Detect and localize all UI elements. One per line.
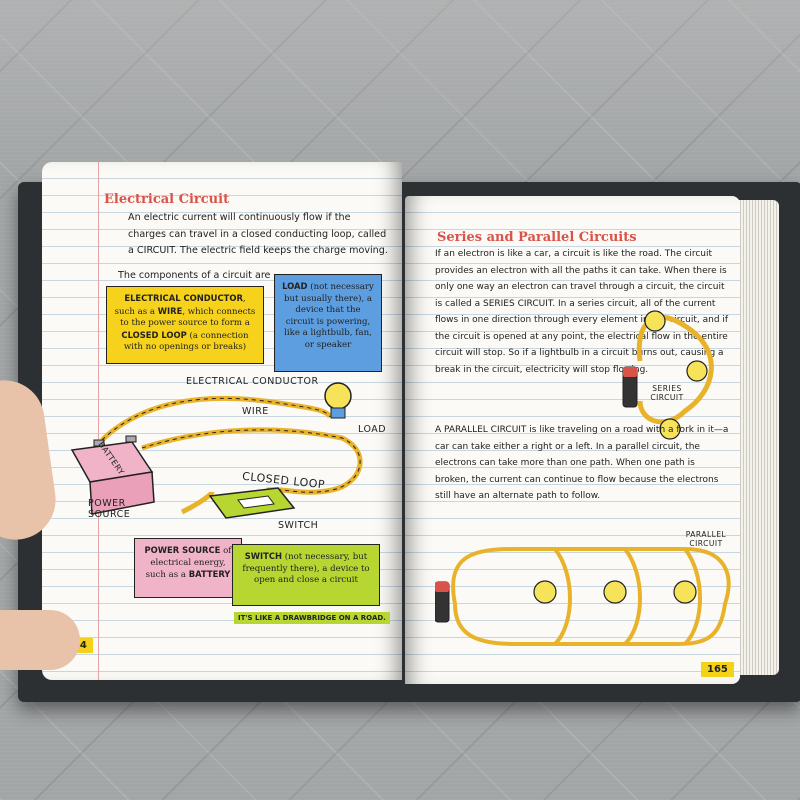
series-bulb-2 bbox=[686, 360, 708, 382]
right-page: Series and Parallel Circuits If an elect… bbox=[405, 196, 740, 684]
lightbulb-drawing bbox=[324, 382, 352, 419]
left-page-title: Electrical Circuit bbox=[104, 192, 230, 207]
switch-drawing bbox=[208, 487, 296, 519]
label-load: LOAD bbox=[358, 424, 387, 435]
series-paragraph: If an electron is like a car, a circuit … bbox=[435, 249, 729, 375]
blanket-highlight bbox=[0, 0, 800, 170]
wire-loop-flow bbox=[141, 429, 361, 493]
drawbridge-tip: IT'S LIKE A DRAWBRIDGE ON A ROAD. bbox=[234, 612, 390, 624]
term-wire: WIRE bbox=[157, 305, 183, 316]
series-bulb-3 bbox=[659, 418, 681, 440]
left-page: Electrical Circuit An electric current w… bbox=[42, 162, 402, 680]
wire-top-flow bbox=[101, 397, 331, 441]
parallel-paragraph: A PARALLEL CIRCUIT is like traveling on … bbox=[435, 425, 729, 501]
term-switch: SWITCH bbox=[244, 551, 283, 561]
label-switch: SWITCH bbox=[278, 520, 319, 531]
parallel-circuit-label: PARALLEL CIRCUIT bbox=[685, 530, 727, 548]
term-battery: BATTERY bbox=[188, 569, 231, 579]
page-number-right: 165 bbox=[701, 662, 734, 677]
series-circuit-diagram bbox=[622, 310, 714, 440]
power-source-box: POWER SOURCE of electrical energy, such … bbox=[134, 538, 242, 598]
term-electrical-conductor: ELECTRICAL CONDUCTOR bbox=[124, 293, 243, 303]
switch-box: SWITCH (not necessary, but frequently th… bbox=[232, 544, 380, 606]
page-margin-line bbox=[98, 162, 99, 680]
load-box: LOAD (not necessary but usually there), … bbox=[274, 274, 382, 372]
term-power-source: POWER SOURCE bbox=[144, 545, 221, 555]
parallel-bulb-3 bbox=[673, 580, 697, 604]
term-load: LOAD bbox=[282, 281, 308, 291]
label-electrical-conductor: ELECTRICAL CONDUCTOR bbox=[186, 376, 319, 387]
components-intro: The components of a circuit are bbox=[118, 270, 271, 281]
page-edges bbox=[735, 200, 779, 675]
parallel-bulb-2 bbox=[603, 580, 627, 604]
left-intro-text: An electric current will continuously fl… bbox=[128, 212, 388, 256]
circuit-diagram bbox=[70, 382, 363, 519]
right-page-title: Series and Parallel Circuits bbox=[437, 230, 637, 245]
battery-drawing bbox=[70, 435, 155, 515]
conductor-box: ELECTRICAL CONDUCTOR, such as a WIRE, wh… bbox=[106, 286, 264, 364]
finger bbox=[0, 610, 80, 670]
series-circuit-label: SERIES CIRCUIT bbox=[650, 384, 684, 402]
parallel-circuit-diagram bbox=[435, 547, 731, 646]
label-wire: WIRE bbox=[242, 406, 269, 417]
wire-switch bbox=[180, 490, 215, 515]
term-closed-loop: CLOSED LOOP bbox=[121, 329, 187, 340]
series-bulb-1 bbox=[644, 310, 666, 332]
parallel-bulb-1 bbox=[533, 580, 557, 604]
label-power-source: POWER SOURCE bbox=[88, 498, 131, 520]
